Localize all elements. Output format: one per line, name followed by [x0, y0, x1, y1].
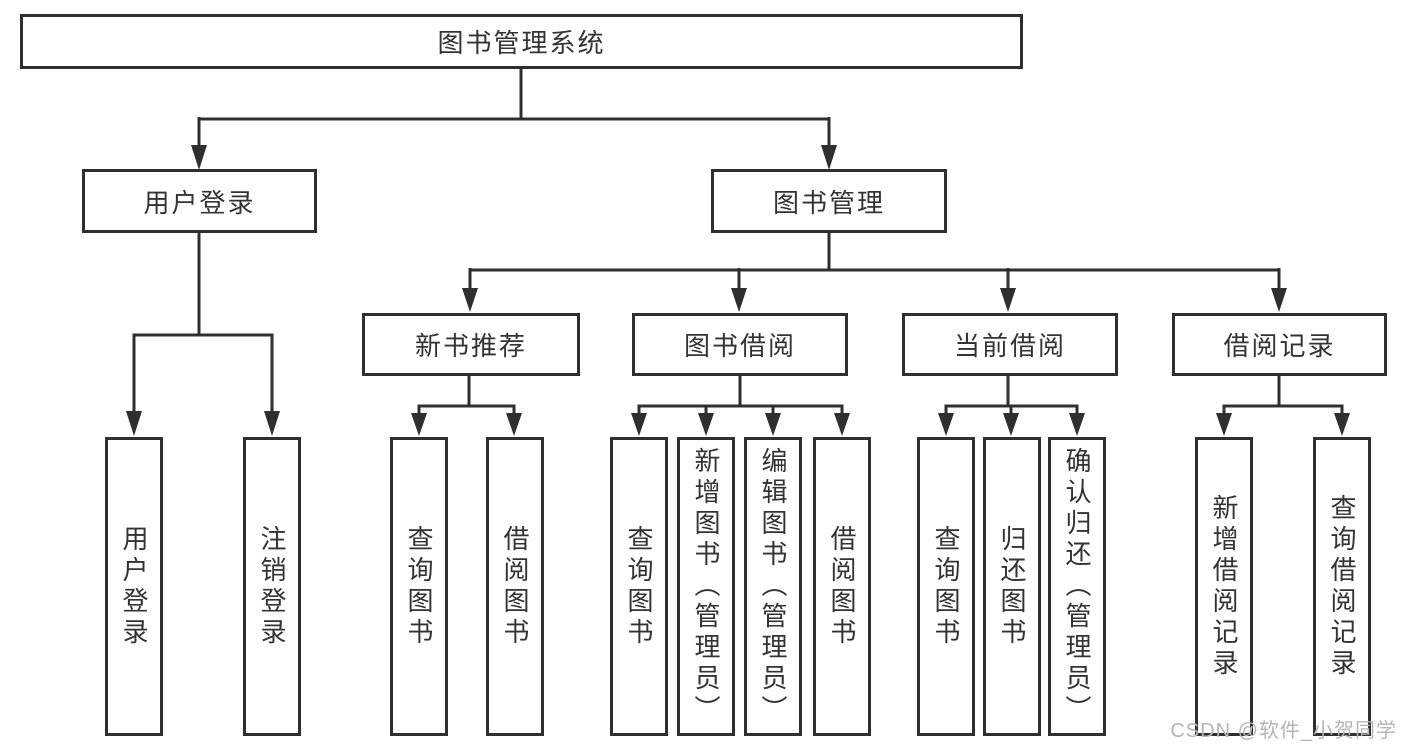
node-label: 图书借阅 [683, 331, 796, 361]
node-label: 查询借阅记录 [1327, 493, 1357, 680]
connector-bookmgmt-to-level3 [462, 232, 1287, 312]
node-logout-action: 注销登录 [243, 437, 301, 736]
node-label: 查询图书 [404, 524, 434, 649]
node-label: 查询图书 [931, 524, 961, 649]
node-new-book-recommendation: 新书推荐 [362, 313, 580, 376]
node-user-login: 用户登录 [82, 169, 317, 233]
connector-userlogin-to-leaves [126, 233, 280, 436]
node-borrow-books-borrowing: 借阅图书 [813, 437, 871, 736]
node-query-borrow-record: 查询借阅记录 [1313, 437, 1371, 736]
arrowhead [1003, 413, 1019, 436]
node-add-books-admin: 新增图书（管理员） [677, 437, 735, 736]
node-label: 新增图书（管理员） [691, 447, 721, 726]
node-book-management: 图书管理 [711, 169, 947, 233]
node-query-books-newrec: 查询图书 [390, 437, 448, 736]
node-add-borrow-record: 新增借阅记录 [1195, 437, 1253, 736]
node-library-management-system: 图书管理系统 [20, 14, 1023, 69]
node-label: 新增借阅记录 [1209, 493, 1239, 680]
node-label: 新书推荐 [414, 331, 527, 361]
arrowhead [631, 413, 647, 436]
arrowhead [1271, 288, 1287, 312]
node-label: 借阅图书 [827, 524, 857, 649]
arrowhead [1334, 413, 1350, 436]
node-query-books-current: 查询图书 [917, 437, 975, 736]
node-label: 查询图书 [624, 524, 654, 649]
node-label: 当前借阅 [953, 331, 1066, 361]
node-query-books-borrowing: 查询图书 [610, 437, 668, 736]
arrowhead [411, 413, 427, 436]
node-label: 图书管理系统 [437, 28, 606, 58]
node-borrow-books-newrec: 借阅图书 [486, 437, 544, 736]
node-user-login-action: 用户登录 [105, 437, 163, 736]
node-book-borrowing: 图书借阅 [632, 313, 848, 376]
arrowhead [1069, 413, 1085, 436]
node-confirm-return-admin: 确认归还（管理员） [1048, 437, 1106, 736]
connector-borrowing-to-leaves [631, 376, 850, 436]
connector-root-to-level2 [191, 69, 837, 170]
arrowhead [698, 413, 714, 436]
arrowhead [731, 288, 747, 312]
node-label: 借阅图书 [500, 524, 530, 649]
node-borrowing-records: 借阅记录 [1172, 313, 1387, 376]
arrowhead [821, 145, 837, 170]
node-label: 注销登录 [257, 524, 287, 649]
node-label: 用户登录 [119, 524, 149, 649]
node-label: 用户登录 [143, 187, 256, 218]
node-label: 编辑图书（管理员） [758, 447, 788, 726]
arrowhead [191, 145, 207, 170]
connector-current-to-leaves [938, 376, 1085, 436]
arrowhead [1000, 288, 1016, 312]
arrowhead [938, 413, 954, 436]
arrowhead [834, 413, 850, 436]
csdn-watermark: CSDN @软件_小贺同学 [1170, 720, 1397, 742]
node-label: 借阅记录 [1223, 331, 1336, 361]
node-label: 图书管理 [772, 187, 885, 218]
arrowhead [506, 413, 522, 436]
connector-newrec-to-leaves [411, 376, 522, 436]
arrowhead [765, 413, 781, 436]
arrowhead [126, 411, 142, 436]
node-return-books: 归还图书 [983, 437, 1041, 736]
connector-records-to-leaves [1216, 376, 1350, 436]
node-label: 确认归还（管理员） [1062, 447, 1092, 726]
node-current-borrowing: 当前借阅 [902, 313, 1118, 376]
node-edit-books-admin: 编辑图书（管理员） [744, 437, 802, 736]
arrowhead [264, 411, 280, 436]
arrowhead [462, 288, 478, 312]
arrowhead [1216, 413, 1232, 436]
node-label: 归还图书 [997, 524, 1027, 649]
